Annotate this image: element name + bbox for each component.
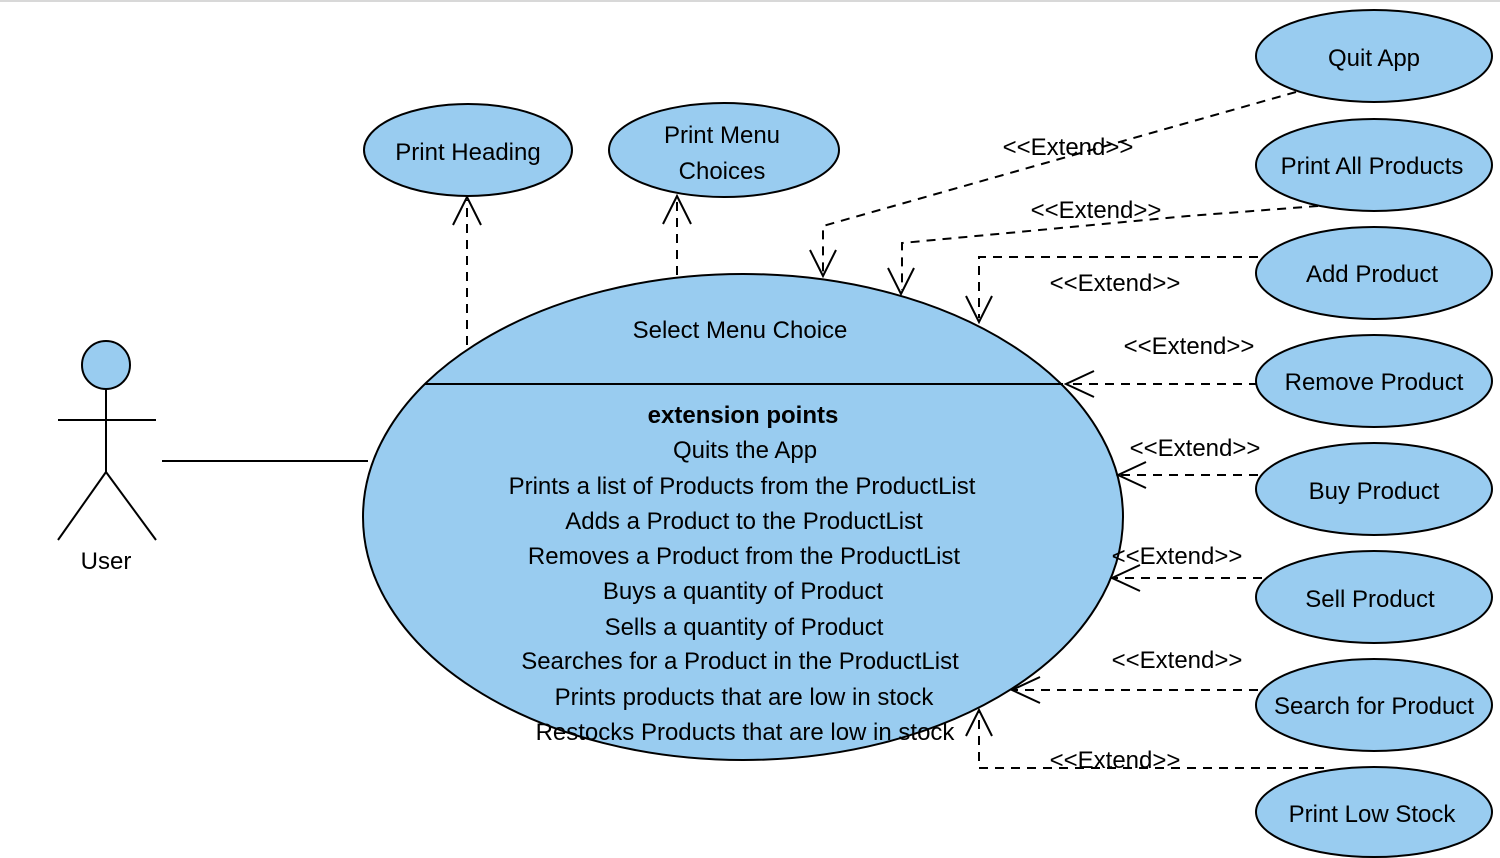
actor-right-leg: [105, 471, 157, 541]
extend-label-search-product: <<Extend>>: [1112, 647, 1243, 674]
actor-head: [81, 340, 131, 390]
print-heading-label: Print Heading: [395, 139, 540, 166]
remove-product-label: Remove Product: [1285, 369, 1464, 396]
extension-point-search: Searches for a Product in the ProductLis…: [521, 648, 959, 675]
extend-label-print-all: <<Extend>>: [1031, 197, 1162, 224]
extend-arrowhead-search-product: [1009, 676, 1041, 704]
extension-point-remove: Removes a Product from the ProductList: [528, 543, 961, 570]
extension-point-add: Adds a Product to the ProductList: [565, 508, 923, 535]
extension-point-sell: Sells a quantity of Product: [605, 614, 884, 641]
extension-point-low-stock: Prints products that are low in stock: [555, 684, 935, 711]
extend-label-sell-product: <<Extend>>: [1112, 543, 1243, 570]
extension-point-print-list: Prints a list of Products from the Produ…: [509, 473, 976, 500]
use-case-print-low-stock[interactable]: Print Low Stock: [1255, 766, 1493, 858]
include-arrow-menu-head: [662, 193, 692, 225]
extend-line-add-product: [978, 256, 1258, 318]
actor-left-leg: [57, 471, 107, 541]
extend-label-quit-app: <<Extend>>: [1003, 134, 1134, 161]
search-for-product-label: Search for Product: [1274, 693, 1474, 720]
extend-line-quit-app: [822, 91, 1297, 272]
extend-line-print-low-stock: [978, 712, 1324, 769]
use-case-add-product[interactable]: Add Product: [1255, 226, 1493, 320]
print-menu-label-line2: Choices: [679, 158, 766, 185]
use-case-print-heading[interactable]: Print Heading: [363, 103, 573, 197]
use-case-select-menu-choice[interactable]: Select Menu Choice extension points Quit…: [362, 273, 1124, 761]
print-menu-label-line1: Print Menu: [664, 122, 780, 149]
use-case-sell-product[interactable]: Sell Product: [1255, 550, 1493, 644]
main-use-case-title: Select Menu Choice: [633, 317, 848, 344]
extend-arrowhead-sell-product: [1109, 564, 1141, 592]
include-arrow-heading-head: [452, 194, 482, 226]
extension-points-heading: extension points: [648, 402, 839, 429]
quit-app-label: Quit App: [1328, 45, 1420, 72]
sell-product-label: Sell Product: [1305, 586, 1435, 613]
extend-arrowhead-quit-app: [809, 249, 837, 279]
add-product-label: Add Product: [1306, 261, 1438, 288]
extend-label-print-low-stock: <<Extend>>: [1050, 747, 1181, 774]
extend-arrowhead-add-product: [965, 295, 993, 325]
extend-arrowhead-print-low-stock: [965, 707, 993, 737]
extend-label-remove-product: <<Extend>>: [1124, 333, 1255, 360]
use-case-remove-product[interactable]: Remove Product: [1255, 334, 1493, 428]
buy-product-label: Buy Product: [1309, 478, 1440, 505]
extension-point-buy: Buys a quantity of Product: [603, 578, 883, 605]
actor-label: User: [81, 548, 132, 575]
extend-line-print-all: [901, 205, 1319, 290]
extend-arrowhead-buy-product: [1115, 461, 1147, 489]
use-case-search-for-product[interactable]: Search for Product: [1255, 658, 1493, 752]
use-case-print-all-products[interactable]: Print All Products: [1255, 118, 1493, 212]
extend-label-add-product: <<Extend>>: [1050, 270, 1181, 297]
extend-label-buy-product: <<Extend>>: [1130, 435, 1261, 462]
extension-point-quit: Quits the App: [673, 437, 817, 464]
print-all-products-label: Print All Products: [1281, 153, 1464, 180]
print-low-stock-label: Print Low Stock: [1289, 801, 1457, 828]
user-actor[interactable]: User: [57, 340, 157, 575]
use-case-buy-product[interactable]: Buy Product: [1255, 442, 1493, 536]
extension-point-restock: Restocks Products that are low in stock: [536, 719, 956, 746]
extend-arrowhead-print-all: [887, 267, 915, 297]
extend-arrowhead-remove-product: [1063, 370, 1095, 398]
use-case-print-menu-choices[interactable]: Print Menu Choices: [608, 102, 840, 198]
use-case-quit-app[interactable]: Quit App: [1255, 9, 1493, 103]
